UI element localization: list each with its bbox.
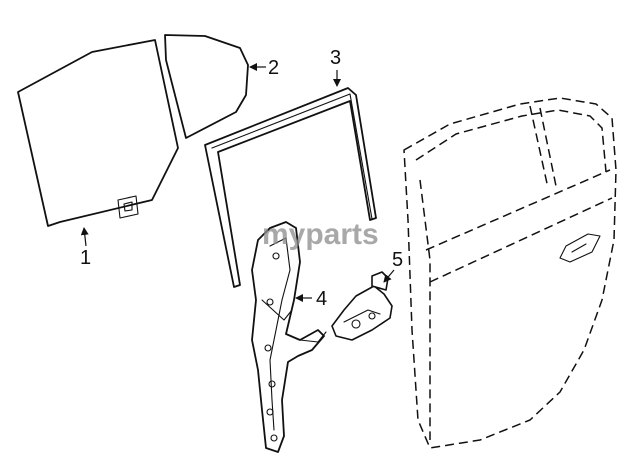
- callout-5: 5: [392, 249, 403, 271]
- door-glass: [17, 39, 179, 227]
- callout-3: 3: [330, 47, 341, 69]
- callout-4: 4: [316, 288, 327, 310]
- glass-run-channel: [204, 87, 377, 288]
- window-regulator: [251, 221, 327, 453]
- quarter-glass: [164, 34, 249, 139]
- watermark-text: myparts: [262, 218, 379, 251]
- regulator-motor: [331, 271, 393, 341]
- rear-door-shell: [403, 97, 617, 449]
- callout-leaders: [80, 63, 395, 302]
- callout-1: 1: [80, 247, 91, 269]
- callout-2: 2: [268, 57, 279, 79]
